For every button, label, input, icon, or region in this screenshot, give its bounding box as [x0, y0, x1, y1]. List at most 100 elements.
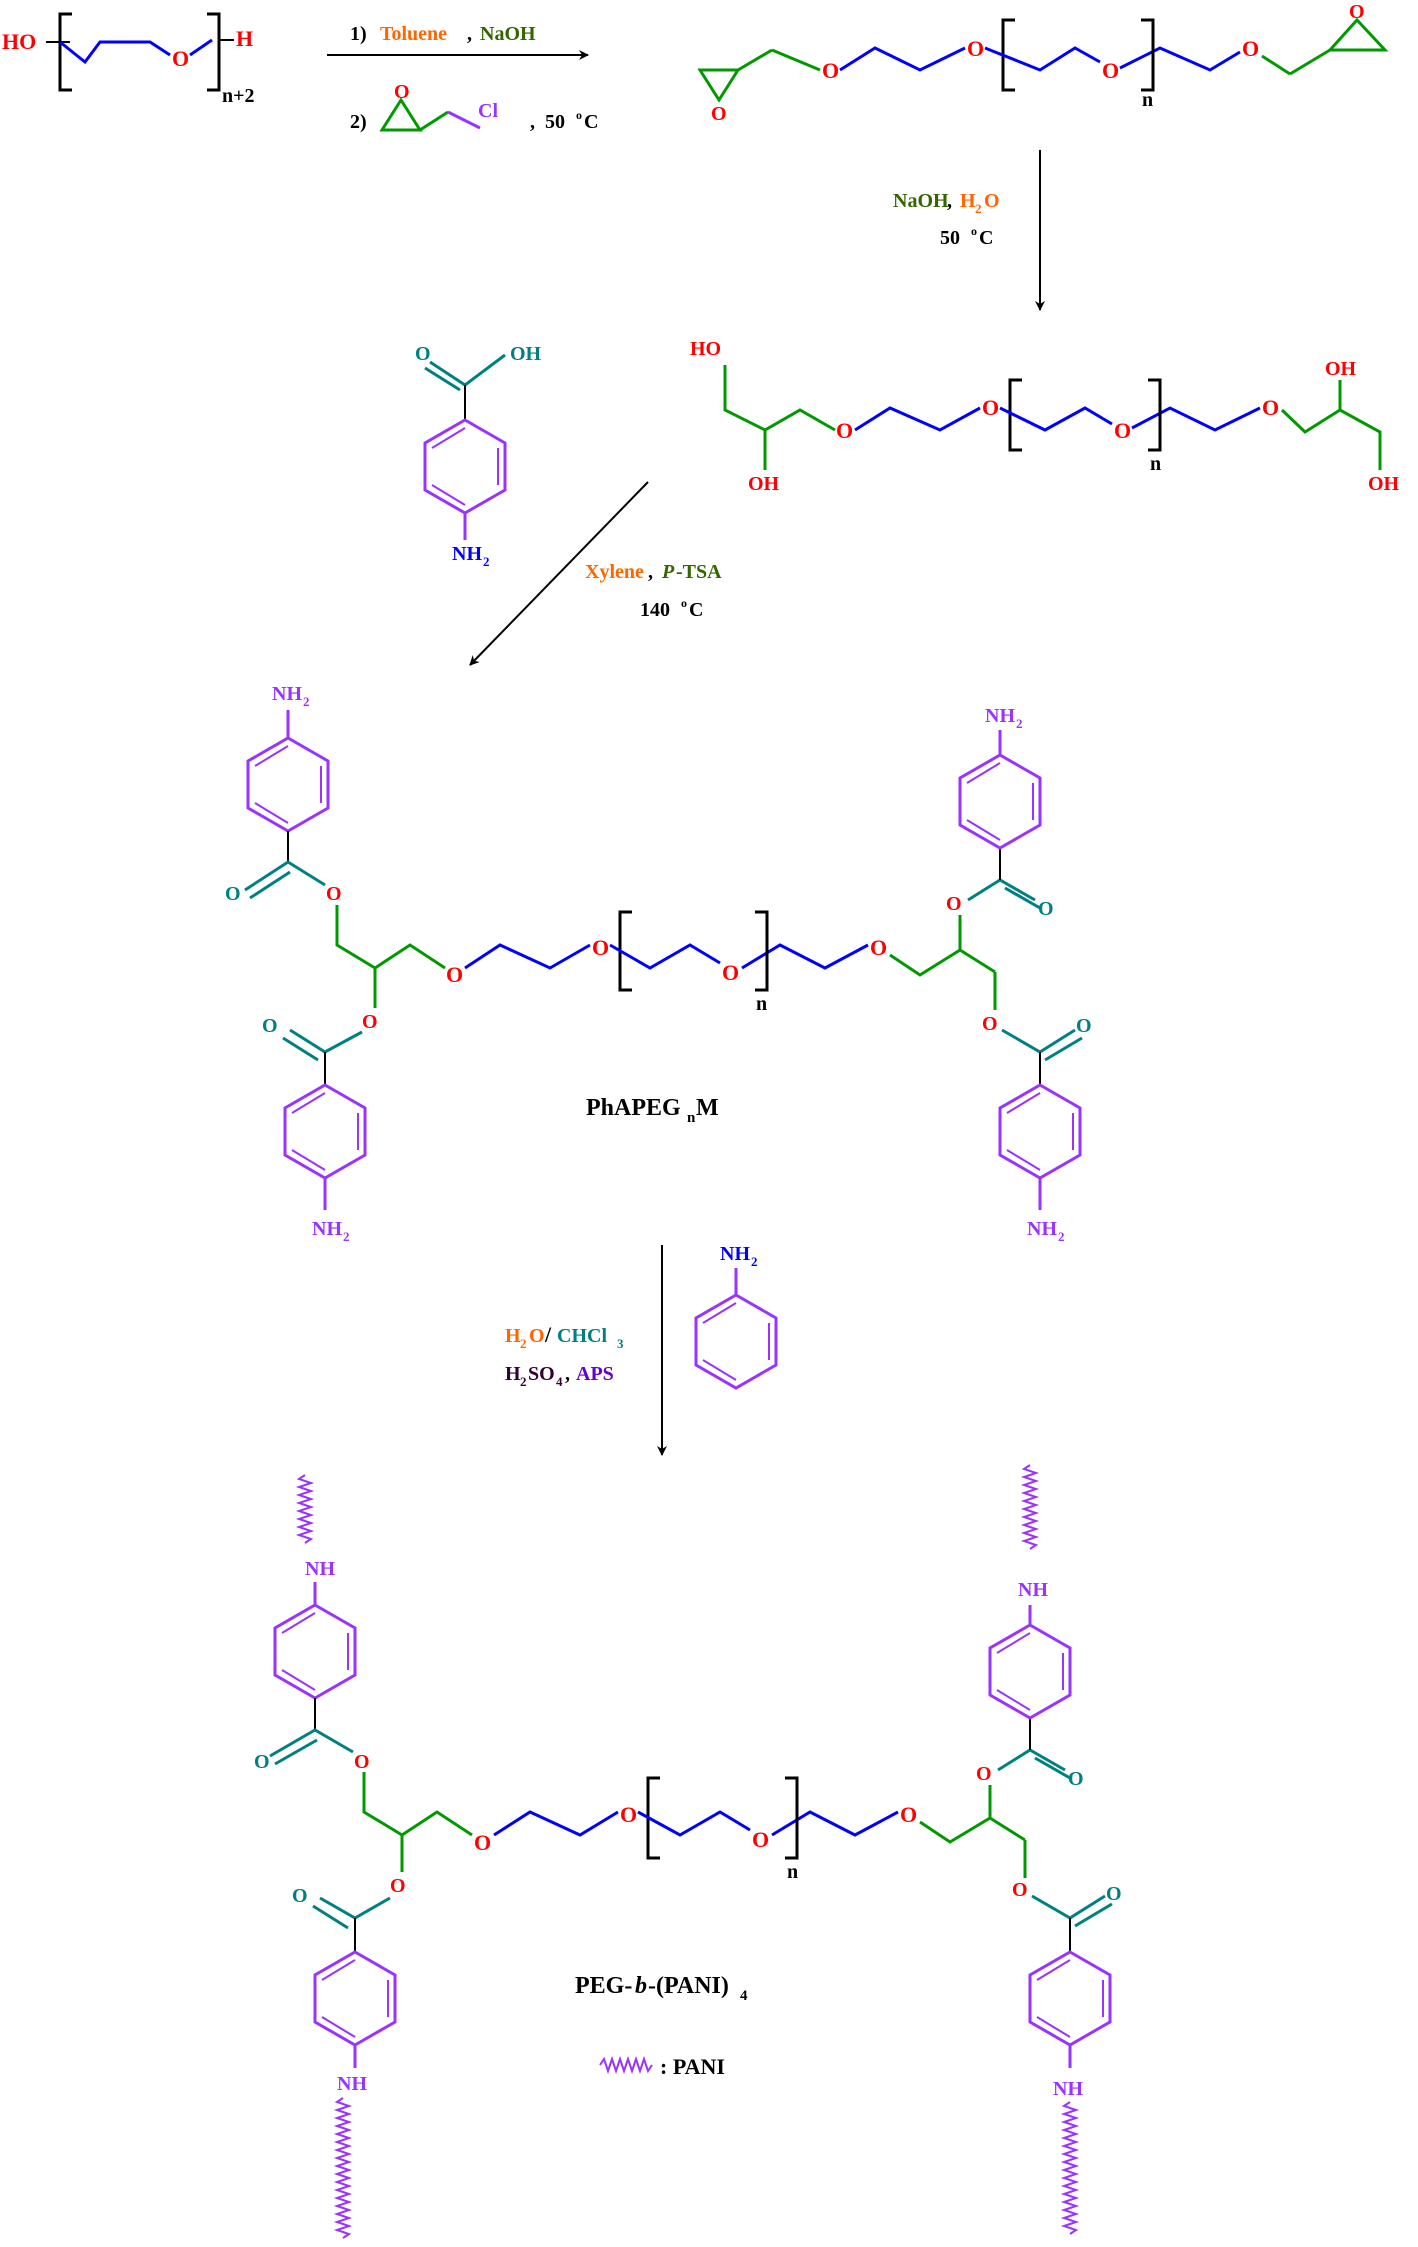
- carbonyl-oxygen-label: O: [1038, 898, 1054, 920]
- phapegnm-structure: NH 2 O O O O O n O O O: [225, 683, 1092, 1244]
- ether-oxygen-label: O: [836, 418, 853, 443]
- repeat-count-n: n: [1150, 453, 1161, 475]
- hydroxyl-label: HO: [2, 29, 36, 54]
- amine-label: NH: [337, 2073, 367, 2095]
- ether-oxygen-label: O: [822, 58, 839, 83]
- pani-chain-icon: [295, 1474, 315, 1544]
- amine-subscript: 2: [751, 1254, 758, 1269]
- ether-oxygen-label: O: [870, 935, 887, 960]
- amine-subscript: 2: [1058, 1229, 1065, 1244]
- carbonyl-oxygen-label: O: [1106, 1883, 1122, 1905]
- degree-label: o: [576, 108, 582, 122]
- comma-label: ,: [947, 190, 952, 212]
- phapegnm-suffix: M: [696, 1095, 719, 1121]
- peg-diglycidyl-ether: O O O O n O O: [697, 1, 1389, 125]
- amine-label: NH: [1018, 1579, 1048, 1601]
- sulfuric-acid-subscript-2: 2: [520, 1374, 527, 1389]
- final-product-name-prefix: PEG-: [575, 1973, 632, 1999]
- hydroxyl-label: HO: [690, 338, 721, 360]
- water-o-label: O: [529, 1325, 545, 1347]
- epichlorohydrin-structure: O Cl: [379, 81, 498, 132]
- ether-oxygen-label: O: [172, 46, 189, 71]
- degree-label: o: [681, 596, 687, 610]
- repeat-count-n: n: [1142, 89, 1153, 111]
- carbonyl-oxygen-label: O: [225, 883, 241, 905]
- ether-oxygen-label: O: [982, 395, 999, 420]
- carbonyl-oxygen-label: O: [415, 343, 431, 365]
- amine-label: NH: [985, 705, 1015, 727]
- ether-oxygen-label: O: [1242, 36, 1259, 61]
- repeat-count-n-plus-2: n+2: [222, 85, 255, 107]
- ether-oxygen-label: O: [446, 962, 463, 987]
- amine-label: NH: [1027, 1218, 1057, 1240]
- ptsa-label: -TSA: [676, 561, 722, 583]
- xylene-label: Xylene: [585, 561, 644, 583]
- comma-label: ,: [565, 1363, 570, 1385]
- hydrogen-label: H: [236, 26, 253, 51]
- temperature-label: 140: [640, 599, 670, 621]
- ptsa-p-label: P: [661, 561, 675, 583]
- step-2-label: 2): [350, 111, 367, 133]
- hydroxyl-label: OH: [748, 473, 780, 495]
- amine-label: NH: [305, 1558, 335, 1580]
- celsius-label: C: [979, 227, 993, 249]
- repeat-count-n: n: [787, 1861, 798, 1883]
- celsius-label: C: [584, 111, 598, 133]
- ether-oxygen-label: O: [722, 960, 739, 985]
- chloroform-subscript: 3: [617, 1336, 624, 1351]
- amine-subscript: 2: [303, 694, 310, 709]
- pani-chain-legend-icon: [599, 2055, 653, 2075]
- carbonyl-oxygen-label: O: [1076, 1015, 1092, 1037]
- ester-oxygen-label: O: [982, 1013, 998, 1035]
- slash-label: /: [544, 1322, 552, 1347]
- peg-b-pani4-structure: NH O O O O O n O O O NH: [254, 1464, 1122, 2239]
- water-o-label: O: [984, 190, 1000, 212]
- repeat-count-n: n: [756, 993, 767, 1015]
- water-subscript: 2: [520, 1336, 527, 1351]
- pani-chain-icon: [1020, 1464, 1040, 1550]
- peg-starting-material: HO O H n+2: [2, 12, 255, 107]
- water-h-label: H: [960, 190, 976, 212]
- aps-label: APS: [576, 1363, 614, 1385]
- aminobenzoic-acid: O OH NH 2: [415, 343, 542, 569]
- amine-label: NH: [272, 683, 302, 705]
- ether-oxygen-label: O: [1102, 58, 1119, 83]
- peg-tetraol: HO OH O O O n O OH OH: [690, 338, 1400, 495]
- ether-oxygen-label: O: [900, 1802, 917, 1827]
- celsius-label: C: [689, 599, 703, 621]
- temperature-label: 50: [940, 227, 960, 249]
- carbonyl-oxygen-label: O: [1068, 1768, 1084, 1790]
- step4-conditions: H 2 O / CHCl 3 H 2 SO 4 , APS NH 2: [505, 1243, 778, 1456]
- hydroxyl-label: OH: [1368, 473, 1400, 495]
- ether-oxygen-label: O: [592, 935, 609, 960]
- ether-oxygen-label: O: [620, 1802, 637, 1827]
- ester-oxygen-label: O: [354, 1751, 370, 1773]
- ether-oxygen-label: O: [474, 1830, 491, 1855]
- ether-oxygen-label: O: [967, 36, 984, 61]
- amine-subscript: 2: [1016, 716, 1023, 731]
- ether-oxygen-label: O: [1262, 395, 1279, 420]
- amine-label: NH: [720, 1243, 750, 1265]
- ether-oxygen-label: O: [1114, 418, 1131, 443]
- pani-legend-label: : PANI: [660, 2054, 725, 2079]
- ester-oxygen-label: O: [362, 1011, 378, 1033]
- amine-label: NH: [452, 543, 482, 565]
- epoxide-oxygen-label: O: [1349, 1, 1365, 23]
- comma-label: ,: [648, 561, 653, 583]
- chloroform-label: CHCl: [557, 1325, 607, 1347]
- final-product-block-letter: b: [635, 1973, 647, 1999]
- amine-subscript: 2: [483, 554, 490, 569]
- pani-chain-icon: [333, 2097, 353, 2239]
- toluene-label: Toluene: [380, 23, 447, 45]
- ester-oxygen-label: O: [390, 1875, 406, 1897]
- water-h-label: H: [505, 1325, 521, 1347]
- step-1-label: 1): [350, 23, 367, 45]
- ester-oxygen-label: O: [1012, 1879, 1028, 1901]
- amine-subscript: 2: [343, 1229, 350, 1244]
- final-product-name: -(PANI): [648, 1973, 729, 1999]
- water-subscript: 2: [975, 201, 982, 216]
- epoxide-oxygen-label: O: [711, 103, 727, 125]
- ester-oxygen-label: O: [946, 893, 962, 915]
- ester-oxygen-label: O: [976, 1763, 992, 1785]
